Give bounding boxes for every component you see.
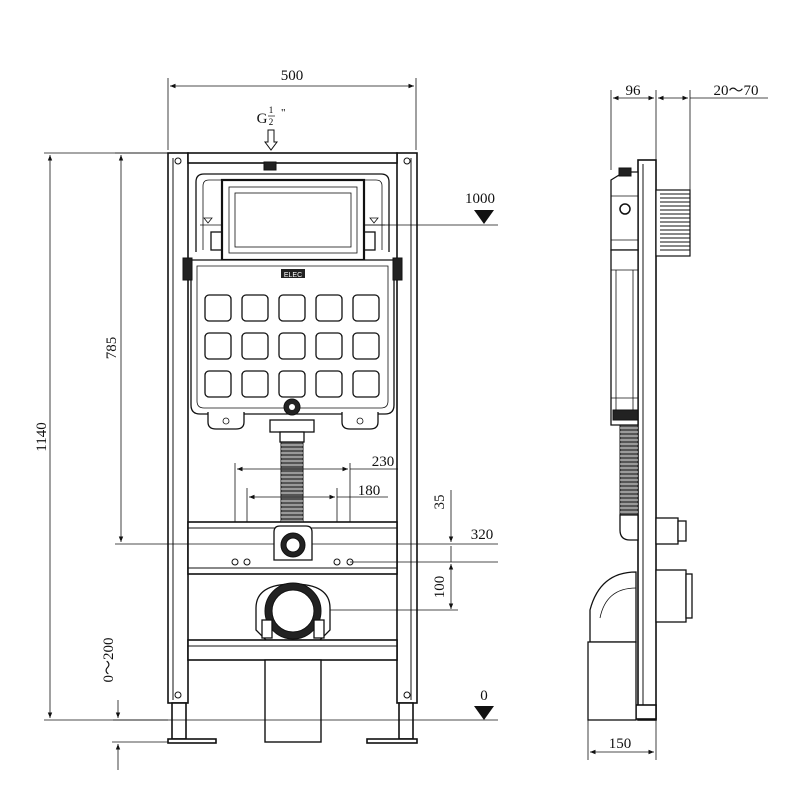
side-flush-pipe: [619, 424, 639, 521]
top-rail: [187, 152, 398, 164]
grid-cell: [352, 332, 380, 360]
left-leg: [171, 702, 187, 740]
dimension-base-150: 150: [587, 720, 657, 760]
brand-badge: [281, 269, 305, 278]
bolt-icon: [403, 157, 411, 165]
level-mark-icon: [369, 217, 379, 224]
spacing-230-label: 230: [372, 454, 395, 470]
outlet-collar: [279, 431, 305, 443]
cistern-foot-left: [207, 412, 245, 430]
right-leg: [398, 702, 414, 740]
dimension-320: 320: [115, 527, 498, 563]
bolt-icon: [174, 691, 182, 699]
grid-cell: [204, 332, 232, 360]
grid-cell: [352, 294, 380, 322]
inlet-label: G: [257, 111, 268, 127]
anchor-hole-icon: [231, 558, 239, 566]
grid-cell: [241, 370, 269, 398]
height-785-label: 785: [104, 337, 120, 360]
water-inlet-marker: G 1 2 ": [257, 105, 286, 151]
side-upright: [637, 159, 657, 721]
level-0-label: 0: [480, 688, 488, 704]
left-mount: [182, 257, 193, 281]
side-foot: [635, 704, 657, 720]
waste-pipe: [264, 659, 322, 743]
grid-cell: [315, 294, 343, 322]
cistern-foot-right: [341, 412, 379, 430]
offset-35-label: 35: [432, 495, 448, 510]
dimension-0: 0: [113, 688, 498, 721]
right-upright: [396, 152, 418, 704]
cistern-side-body: [610, 249, 639, 426]
waste-bend: [589, 571, 637, 643]
grid-cell: [241, 294, 269, 322]
dimension-total-height: 1140: [34, 152, 168, 721]
level-320-label: 320: [471, 527, 494, 543]
grid-cell: [278, 332, 306, 360]
dimension-wall-20-70: 20～70: [658, 83, 768, 101]
bottom-rail: [187, 639, 398, 661]
dimension-width: 500: [167, 68, 417, 150]
inlet-valve: [263, 161, 277, 171]
level-1000-label: 1000: [465, 191, 495, 207]
inlet-fraction-numerator: 1: [269, 105, 274, 115]
depth-96-label: 96: [626, 83, 642, 99]
inlet-quote: ": [281, 107, 286, 119]
outlet-flange: [269, 419, 315, 433]
dimension-1000: 1000: [365, 191, 498, 226]
spacing-180-label: 180: [358, 483, 381, 499]
grid-cell: [352, 370, 380, 398]
dimension-785: 785: [104, 152, 168, 542]
bolt-icon: [403, 691, 411, 699]
grid-cell: [278, 370, 306, 398]
grid-cell: [278, 294, 306, 322]
anchor-hole-icon: [243, 558, 251, 566]
total-height-label: 1140: [34, 422, 50, 451]
level-triangle-icon: [474, 706, 494, 720]
flush-pipe: [280, 441, 304, 527]
leg-adjust-label: 0～200: [101, 637, 117, 682]
flush-plate-opening: [220, 178, 366, 262]
inlet-fraction-denominator: 2: [269, 117, 274, 127]
side-view: 96 20～70: [587, 83, 768, 760]
offset-100-label: 100: [432, 576, 448, 599]
right-mount: [392, 257, 403, 281]
brand-mark: ELEC: [284, 272, 302, 279]
grid-cell: [204, 294, 232, 322]
side-waste-pipe: [587, 641, 637, 721]
side-connector: [655, 517, 679, 545]
dimension-depth-96: 96: [610, 83, 691, 190]
wall-spacer: [655, 189, 691, 257]
inlet-arrow-icon: [264, 129, 278, 151]
left-foot: [167, 738, 217, 744]
left-upright: [167, 152, 189, 704]
dimension-35: 35: [432, 490, 454, 562]
grid-cell: [315, 332, 343, 360]
width-label: 500: [281, 68, 304, 84]
base-150-label: 150: [609, 736, 632, 752]
cistern-reinforcement-grid: [204, 294, 380, 398]
side-valve-icon: [619, 203, 631, 215]
wall-20-70-label: 20～70: [713, 83, 758, 99]
level-mark-icon: [203, 217, 213, 224]
right-foot: [366, 738, 418, 744]
grid-cell: [315, 370, 343, 398]
grid-cell: [204, 370, 232, 398]
level-triangle-icon: [474, 210, 494, 224]
front-view: 500 G 1 2 " 1140 785 0～2: [34, 68, 498, 770]
bolt-icon: [174, 157, 182, 165]
anchor-hole-icon: [333, 558, 341, 566]
side-waste-connector: [655, 569, 687, 623]
dimension-leg-adjust: 0～200: [101, 637, 168, 770]
grid-cell: [241, 332, 269, 360]
